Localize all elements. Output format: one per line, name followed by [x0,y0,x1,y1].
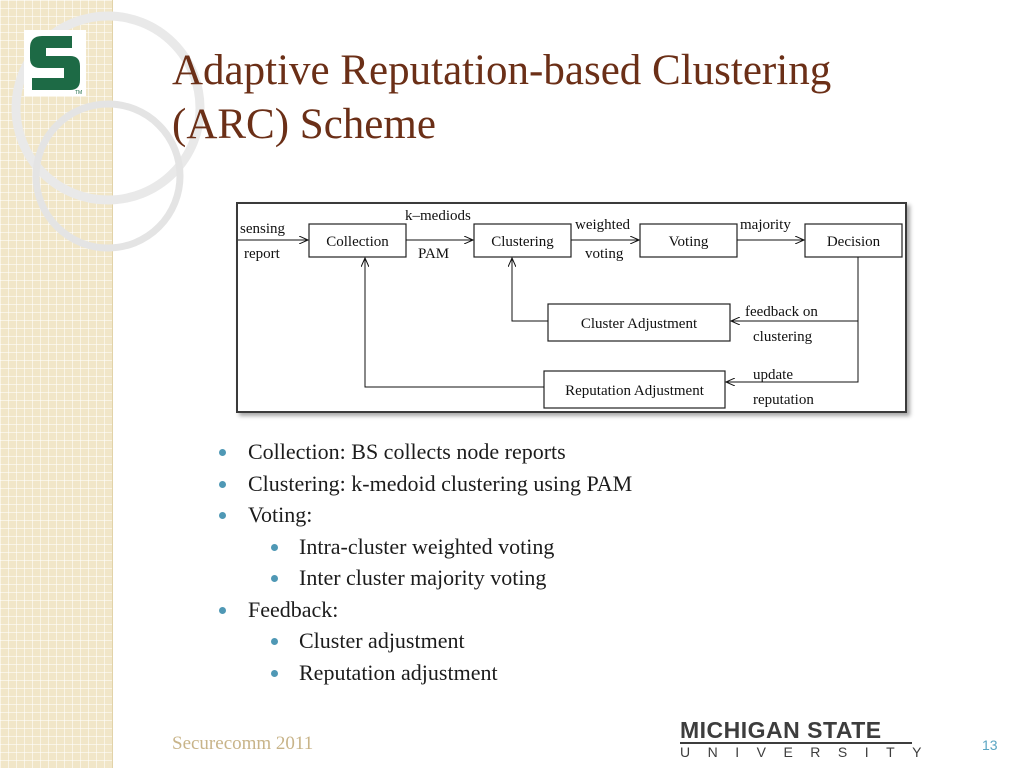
bullet-dot-icon [219,480,226,488]
label-sensing: sensing [240,221,286,237]
label-feedback-on: feedback on [745,304,818,320]
bullet-list: Collection: BS collects node reports Clu… [216,436,976,688]
node-collection-label: Collection [326,234,389,250]
label-majority: majority [740,217,791,233]
msu-wordmark-logo: MICHIGAN STATE UNIVERSITY [680,717,940,760]
label-report: report [244,246,281,262]
bullet-text: Intra-cluster weighted voting [299,533,555,559]
node-voting-label: Voting [669,234,709,250]
page-number: 13 [982,737,998,753]
sub-bullet-item: Inter cluster majority voting [216,562,976,594]
label-update: update [753,367,793,383]
sub-bullet-item: Reputation adjustment [216,657,976,689]
bullet-text: Inter cluster majority voting [299,565,547,590]
sub-bullet-item: Intra-cluster weighted voting [216,531,976,563]
edge-cluster-adjustment-clustering [512,258,548,322]
spartan-logo-icon: TM [24,30,86,96]
node-decision-label: Decision [827,234,881,250]
node-cluster-adjustment: Cluster Adjustment [547,303,731,342]
bullet-text: Voting: [248,502,313,527]
node-reputation-adjustment-label: Reputation Adjustment [565,383,705,399]
bullet-dot-icon [219,512,226,519]
bullet-item: Clustering: k-medoid clustering using PA… [216,468,976,500]
bullet-dot-icon [271,669,278,677]
edge-reputation-adjustment-collection [365,258,544,388]
bullet-item: Feedback: [216,594,976,626]
slide-title-line-2: (ARC) Scheme [172,101,436,148]
label-k-mediods: k–mediods [405,208,471,224]
bullet-text: Collection: BS collects node reports [248,439,566,464]
bullet-item: Collection: BS collects node reports [216,436,976,468]
node-reputation-adjustment: Reputation Adjustment [543,370,726,409]
node-clustering-label: Clustering [491,234,554,250]
decorative-rings [11,11,205,252]
bullet-text: Clustering: k-medoid clustering using PA… [248,470,633,496]
sub-bullet-item: Cluster adjustment [216,625,976,657]
msu-wordmark-divider [680,742,912,744]
node-cluster-adjustment-label: Cluster Adjustment [581,316,698,332]
label-reputation: reputation [753,392,814,408]
label-clustering: clustering [753,329,813,345]
msu-wordmark-line-1: MICHIGAN STATE [680,717,882,743]
node-voting: Voting [639,223,738,258]
label-pam: PAM [418,246,449,262]
bullet-dot-icon [271,575,278,582]
msu-wordmark-line-2: UNIVERSITY [680,744,940,760]
logo-trademark: TM [75,90,82,96]
bullet-text: Reputation adjustment [299,659,498,685]
node-clustering: Clustering [473,223,572,258]
bullet-dot-icon [271,543,278,551]
node-decision: Decision [804,223,903,258]
label-weighted: weighted [575,217,630,233]
bullet-dot-icon [219,606,226,614]
label-voting: voting [585,246,624,262]
footer-conference: Securecomm 2011 [172,733,314,754]
arc-diagram-svg: Collection Clustering Voting Decision Cl… [238,208,903,409]
edge-decision-reputation-adjustment [726,321,859,382]
bullet-text: Cluster adjustment [299,628,465,653]
node-collection: Collection [308,223,407,258]
bullet-dot-icon [271,638,278,645]
slide-title-line-1: Adaptive Reputation-based Clustering [172,47,832,94]
slide-title: Adaptive Reputation-based Clustering (AR… [172,44,992,152]
bullet-item: Voting: [216,499,976,531]
arc-scheme-diagram: Collection Clustering Voting Decision Cl… [236,202,907,413]
bullet-dot-icon [219,449,226,456]
bullet-text: Feedback: [248,596,339,622]
